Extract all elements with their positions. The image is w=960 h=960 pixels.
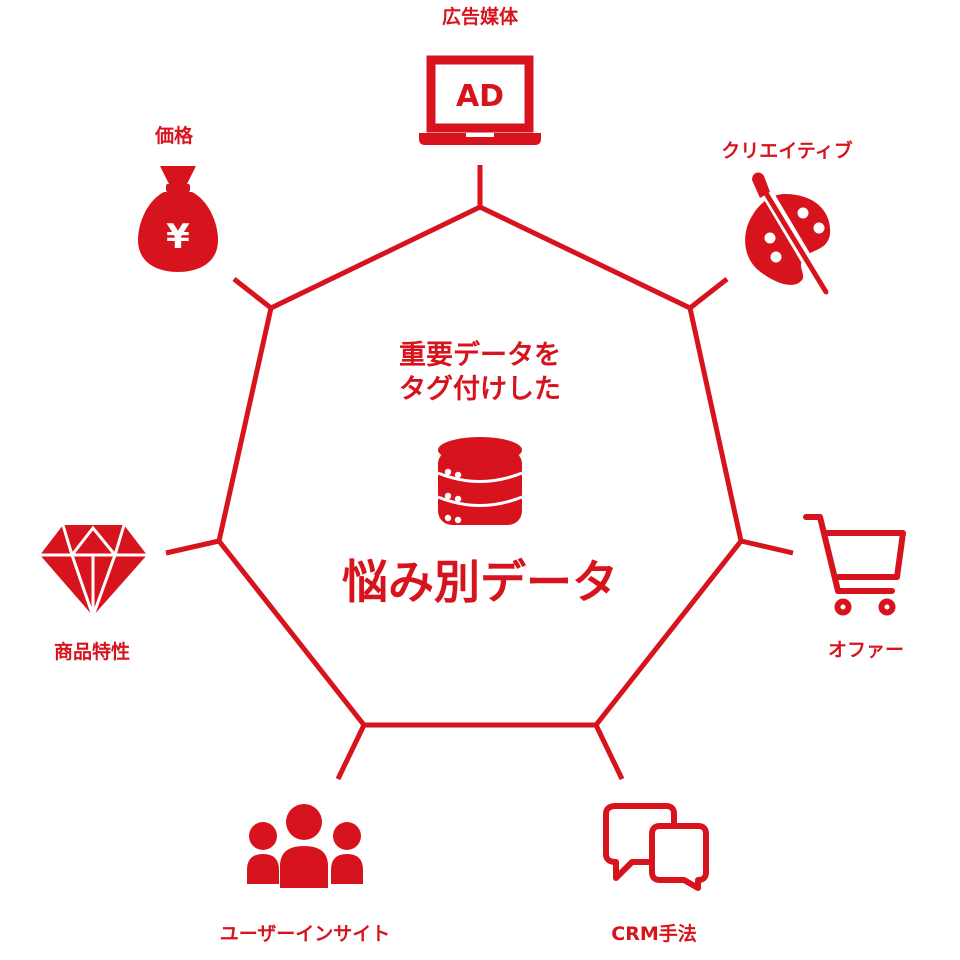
label-ad-media: 広告媒体 [442, 5, 519, 28]
laptop-ad-icon: AD [419, 55, 541, 145]
label-product: 商品特性 [54, 640, 130, 663]
label-creative: クリエイティブ [721, 139, 852, 162]
label-price: 価格 [154, 124, 194, 147]
heptagon-outline [216, 204, 744, 728]
palette-brush-icon [745, 172, 832, 298]
spoke-crm [593, 723, 625, 781]
spoke-creative [688, 277, 729, 310]
diamond-icon [40, 524, 147, 617]
spoke-product [165, 538, 220, 556]
center-title: 悩み別データ [342, 555, 618, 609]
label-crm: CRM手法 [611, 922, 696, 945]
shopping-cart-icon [803, 514, 906, 616]
users-group-icon [247, 804, 363, 888]
spoke-user-insight [335, 723, 367, 781]
spoke-price [232, 277, 273, 310]
database-icon [437, 437, 523, 525]
yen-symbol: ¥ [166, 217, 190, 257]
spokes [165, 165, 794, 781]
spoke-offer [740, 538, 794, 556]
center-subtitle-line1: 重要データを [399, 339, 561, 371]
chat-bubbles-icon [603, 803, 709, 891]
center-subtitle-line2: タグ付けした [399, 373, 561, 405]
laptop-screen-text: AD [456, 79, 504, 114]
yen-money-bag-icon: ¥ [138, 166, 218, 272]
label-user-insight: ユーザーインサイト [220, 923, 391, 945]
label-offer: オファー [828, 639, 904, 661]
